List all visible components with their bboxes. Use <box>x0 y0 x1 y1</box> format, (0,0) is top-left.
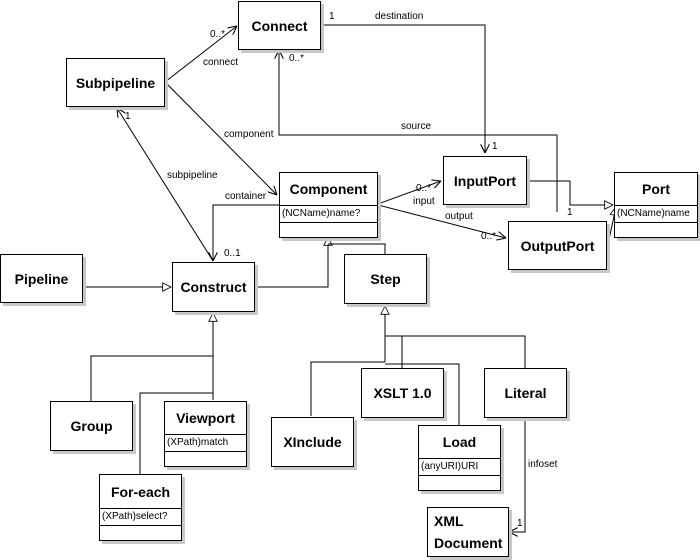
class-foreach[interactable]: For-each (XPath)select? <box>99 474 182 541</box>
class-connect[interactable]: Connect <box>238 1 321 50</box>
gen-xinclude <box>310 361 385 416</box>
label-component: component <box>224 129 274 140</box>
class-operations <box>419 475 500 489</box>
gen-inputport-port <box>526 180 613 205</box>
class-name: Subpipeline <box>75 74 156 91</box>
class-literal[interactable]: Literal <box>484 368 567 418</box>
class-name: XInclude <box>283 434 342 450</box>
label-infoset: infoset <box>528 459 558 470</box>
class-component[interactable]: Component (NCName)name? <box>279 172 378 238</box>
class-attribute: (anyURI)URI <box>419 458 500 475</box>
mult-source: 1 <box>567 207 573 218</box>
class-pipeline[interactable]: Pipeline <box>0 254 83 303</box>
mult-connect: 0..* <box>210 29 226 40</box>
class-attribute: (NCName)name <box>615 205 697 222</box>
assoc-input <box>377 181 441 205</box>
mult-destination-input: 1 <box>492 141 498 152</box>
class-name: Load <box>442 434 477 450</box>
class-name: Pipeline <box>14 270 69 287</box>
class-name: Literal <box>504 385 547 401</box>
class-operations <box>165 451 246 465</box>
mult-output: 0..* <box>481 231 497 242</box>
class-name: OutputPort <box>520 237 595 254</box>
class-name: Group <box>70 418 113 434</box>
class-group[interactable]: Group <box>50 401 133 451</box>
class-load[interactable]: Load (anyURI)URI <box>418 425 501 491</box>
gen-step-component <box>328 243 386 255</box>
assoc-container <box>213 204 280 261</box>
class-name: XML Document <box>434 513 503 551</box>
class-name: Component <box>289 181 368 197</box>
assoc-subpipeline <box>117 108 214 262</box>
class-construct[interactable]: Construct <box>172 262 255 312</box>
class-name: Viewport <box>176 410 235 426</box>
assoc-component <box>164 81 277 195</box>
gen-foreach <box>139 392 214 474</box>
class-name: XSLT 1.0 <box>373 385 432 401</box>
class-name: Connect <box>251 17 308 34</box>
assoc-source <box>279 50 558 212</box>
class-operations <box>280 222 377 236</box>
gen-load <box>385 363 460 425</box>
class-outputport[interactable]: OutputPort <box>508 221 607 270</box>
class-port[interactable]: Port (NCName)name <box>614 172 698 238</box>
class-name: For-each <box>110 483 171 500</box>
assoc-infoset <box>509 418 526 532</box>
class-name: Port <box>642 181 670 197</box>
assoc-destination <box>308 25 485 153</box>
class-operations <box>615 222 697 236</box>
assoc-connect <box>164 26 237 83</box>
class-attribute: (XPath)select? <box>100 508 181 525</box>
class-xslt[interactable]: XSLT 1.0 <box>361 368 444 418</box>
class-step[interactable]: Step <box>344 254 427 304</box>
mult-infoset: 1 <box>517 518 523 529</box>
class-operations <box>100 525 181 539</box>
class-attribute: (XPath)match <box>165 434 246 451</box>
label-destination: destination <box>375 11 424 22</box>
class-inputport[interactable]: InputPort <box>443 156 527 205</box>
mult-container: 0..1 <box>224 248 241 259</box>
class-attribute: (NCName)name? <box>280 205 377 222</box>
class-xinclude[interactable]: XInclude <box>271 417 354 467</box>
mult-destination-connect: 1 <box>329 11 335 22</box>
mult-subpipeline: 1 <box>125 111 131 122</box>
class-viewport[interactable]: Viewport (XPath)match <box>164 401 247 467</box>
label-subpipeline: subpipeline <box>167 170 218 181</box>
class-name: Construct <box>180 279 247 295</box>
class-name: Step <box>370 271 401 287</box>
assoc-output <box>377 204 506 238</box>
label-input: input <box>413 196 435 207</box>
label-connect: connect <box>203 57 239 68</box>
gen-xslt <box>401 335 526 369</box>
label-container: container <box>225 191 267 202</box>
gen-construct-component <box>255 237 328 288</box>
label-output: output <box>445 211 473 222</box>
class-name: InputPort <box>453 172 517 189</box>
class-subpipeline[interactable]: Subpipeline <box>66 58 165 107</box>
mult-input: 0..* <box>416 183 432 194</box>
class-xml-document[interactable]: XML Document <box>427 507 509 557</box>
gen-group <box>90 355 213 401</box>
label-source: source <box>401 121 432 132</box>
mult-component-connect: 0..* <box>289 53 305 64</box>
